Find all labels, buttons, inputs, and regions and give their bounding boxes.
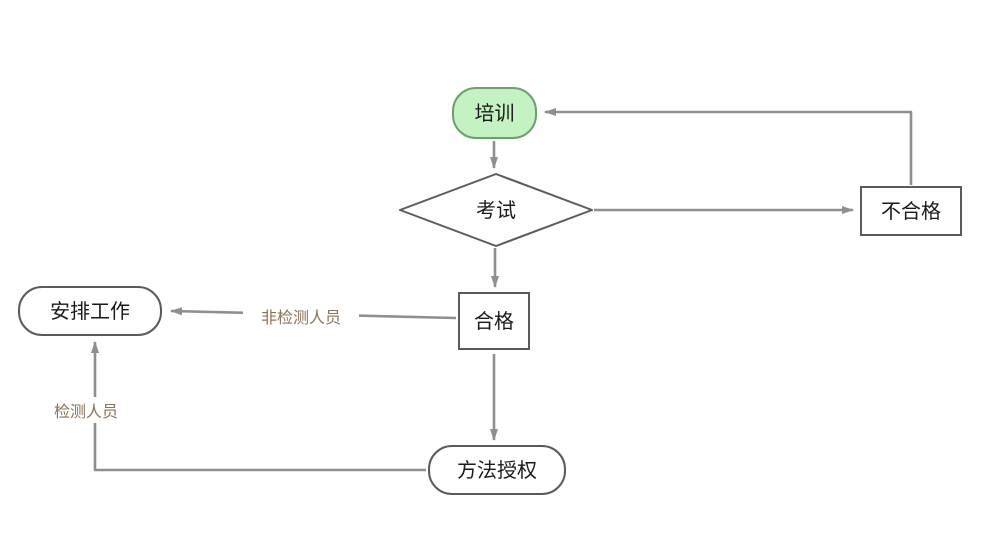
node-assign-work-label: 安排工作	[50, 299, 130, 323]
node-pass-label: 合格	[474, 309, 514, 333]
edge-fail-training	[544, 108, 913, 185]
node-training-label: 培训	[474, 101, 515, 125]
node-exam: 考试	[400, 174, 592, 246]
node-method-auth-label: 方法授权	[457, 458, 537, 482]
node-pass: 合格	[458, 292, 530, 350]
edge-method-auth-assign-work	[91, 341, 426, 472]
node-fail-label: 不合格	[881, 199, 941, 223]
node-exam-label: 考试	[476, 198, 516, 222]
node-training: 培训	[452, 87, 537, 139]
node-exam-shape	[399, 173, 593, 247]
node-fail: 不合格	[860, 186, 962, 236]
node-method-auth: 方法授权	[428, 445, 566, 495]
edge-label-non-testing-personnel: 非检测人员	[243, 303, 359, 329]
node-assign-work: 安排工作	[18, 286, 162, 336]
edge-label-testing-personnel: 检测人员	[46, 397, 126, 423]
